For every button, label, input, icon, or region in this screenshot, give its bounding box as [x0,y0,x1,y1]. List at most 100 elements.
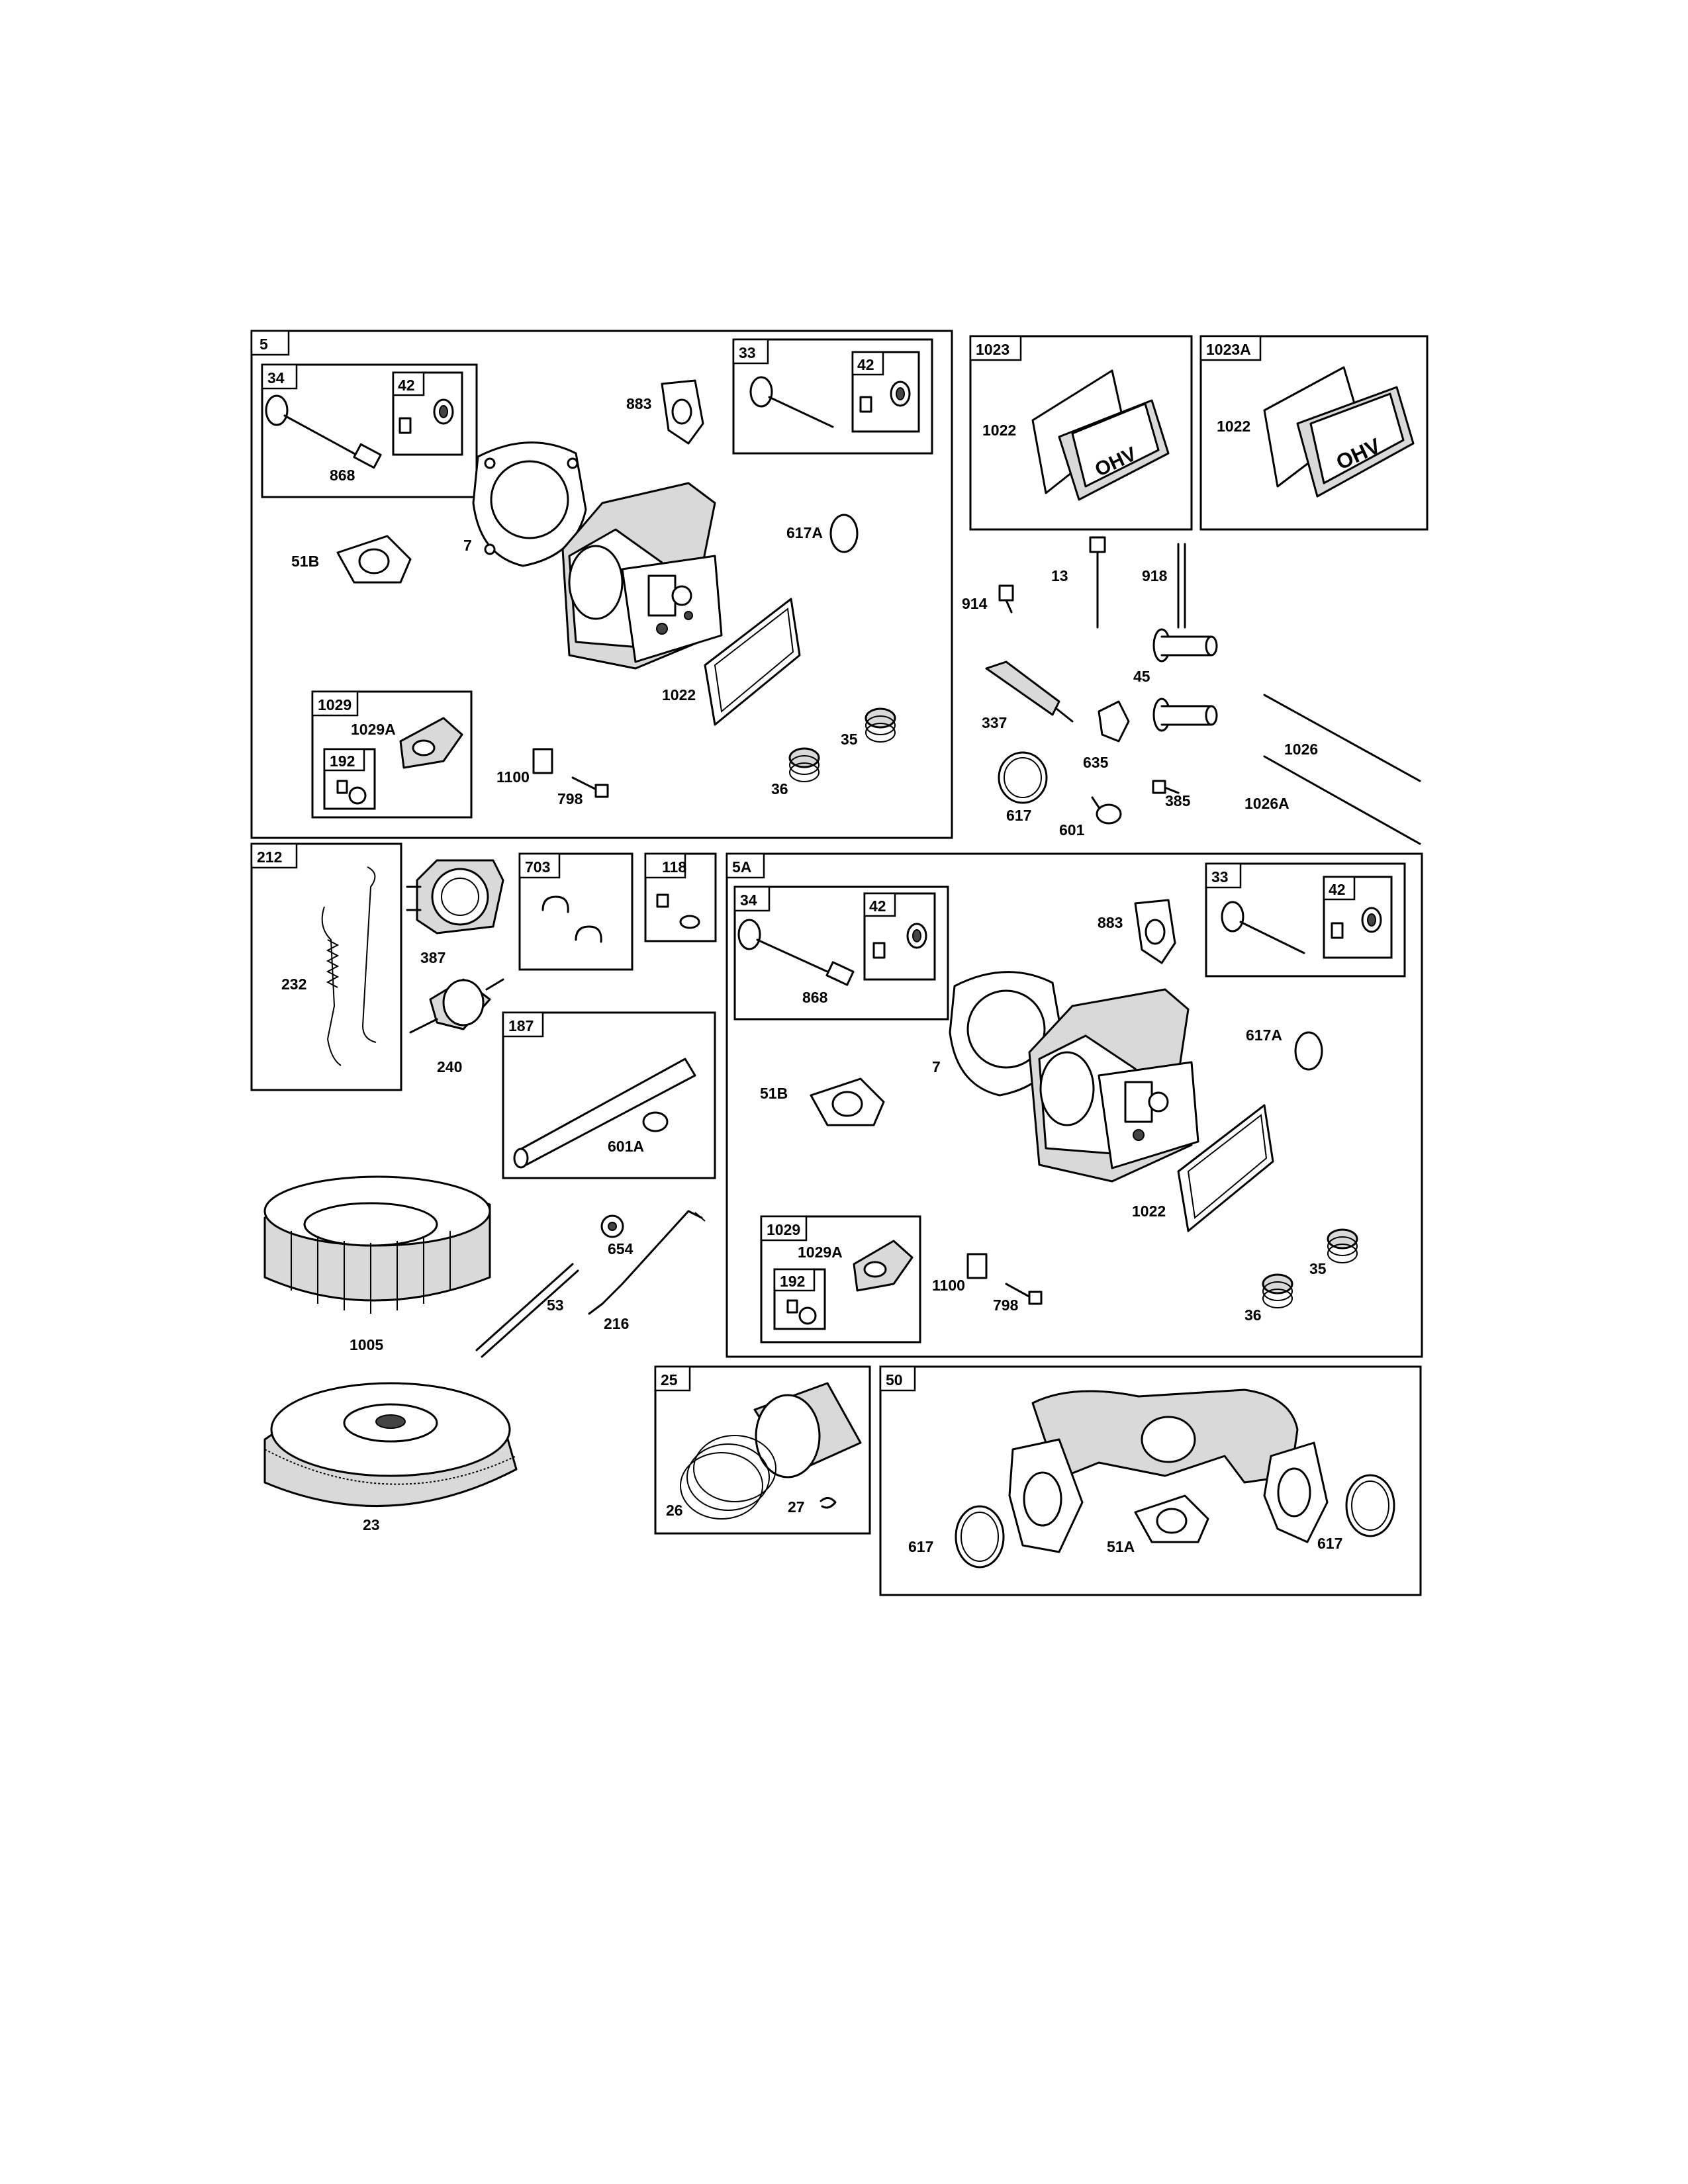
label-35: 35 [841,731,858,748]
nut-654 [600,1214,624,1238]
crankshaft-53 [475,1263,579,1358]
label-53: 53 [547,1297,564,1314]
label-51A: 51A [1107,1538,1135,1555]
label-337: 337 [982,714,1007,731]
ring-617A [829,514,859,553]
group-34-tag: 34 [267,369,285,387]
clamp-601 [1091,796,1122,825]
label-50-617-right: 617 [1317,1535,1342,1552]
group-1023A-tag: 1023A [1206,341,1251,358]
valve-cover-1023A: OHV [1296,386,1415,498]
label-601: 601 [1059,821,1085,839]
label-5A-1100: 1100 [932,1277,965,1294]
label-216: 216 [604,1315,629,1332]
ring-617 [998,751,1048,804]
bolt-798 [571,776,609,798]
cover-gasket-1022 [704,598,801,726]
screw-385 [1152,780,1180,794]
group-192-tag: 192 [330,752,355,770]
group-5A-33-tag: 33 [1211,868,1229,886]
group-50: 50 617 617 51A [879,1365,1422,1596]
label-240: 240 [437,1058,462,1075]
group-33-tag: 33 [739,344,756,361]
label-1029A: 1029A [351,721,396,738]
group-212-tag: 212 [257,848,282,866]
label-50-617-left: 617 [908,1538,933,1555]
label-5A-35: 35 [1309,1260,1327,1277]
label-1026A: 1026A [1244,795,1289,812]
label-1023-1022: 1022 [982,422,1016,439]
label-868: 868 [330,467,355,484]
label-13: 13 [1051,567,1068,584]
group-5A-tag: 5A [732,858,751,876]
tappet-45 [1152,628,1218,732]
group-118: 118 [644,852,717,942]
cylinder-head [561,482,723,670]
label-918: 918 [1142,567,1168,584]
label-617A: 617A [786,524,823,541]
label-27: 27 [788,1498,805,1516]
group-5-tag: 5 [259,336,268,353]
group-118-tag: 118 [662,858,686,876]
label-1100: 1100 [496,768,530,786]
gasket-51A [1134,1494,1209,1543]
link-216 [588,1210,706,1315]
spring-35 [865,707,896,743]
label-1005: 1005 [350,1336,383,1353]
group-1029-tag: 1029 [318,696,352,713]
valve-cover-1023: OHV [1058,399,1170,501]
label-36: 36 [771,780,788,797]
fuel-line [513,1058,696,1169]
label-5A-1022: 1022 [1132,1203,1166,1220]
group-703-tag: 703 [525,858,550,876]
clip-27 [820,1497,837,1509]
label-385: 385 [1165,792,1191,809]
rod-1026 [1263,694,1421,782]
piston [753,1382,862,1479]
valve-keeper [399,398,454,434]
label-1022: 1022 [662,686,696,704]
group-5A-34-tag: 34 [740,891,757,909]
group-212: 212 232 [250,842,402,1091]
exhaust-valve [749,376,834,428]
label-5A-51B: 51B [760,1085,788,1102]
group-1023: 1023 1022 OHV [969,335,1193,531]
intake-manifold [1008,1388,1329,1553]
label-5A-36: 36 [1244,1306,1262,1324]
flywheel-23 [263,1382,518,1508]
fuel-pump-387 [406,859,504,934]
group-5: 5 34 868 42 33 42 [250,330,953,839]
pushrod-918 [1177,543,1186,629]
fan-1005 [263,1175,491,1314]
intake-gasket-51B [336,535,412,584]
label-914: 914 [962,595,988,612]
group-5A-192-tag: 192 [780,1273,805,1290]
label-26: 26 [666,1502,683,1519]
ring-50-617-right [1345,1474,1395,1537]
fitting-635 [1098,700,1130,743]
label-5A-868: 868 [802,989,828,1006]
group-187-tag: 187 [508,1017,534,1034]
group-5A: 5A 34 868 42 33 42 883 7 [726,852,1423,1358]
exhaust-gasket-883 [661,379,704,445]
rocker-arm-1029A [399,717,463,769]
group-1023-tag: 1023 [976,341,1009,358]
pushrod-guide-1100 [532,748,553,774]
label-1023A-1022: 1022 [1217,418,1250,435]
clamp-601A [642,1111,669,1132]
head-gasket-7 [472,441,587,567]
rings-26 [680,1435,776,1520]
label-387: 387 [420,949,445,966]
group-5A-42-tag: 42 [869,897,886,915]
screw-914 [998,584,1014,614]
loose-parts-right: 914 13 918 45 337 635 617 [962,536,1421,845]
label-5A-798: 798 [993,1297,1019,1314]
group-703: 703 [518,852,633,971]
group-187: 187 601A [502,1011,716,1179]
label-5A-7: 7 [932,1058,941,1075]
label-601A: 601A [608,1138,644,1155]
fuel-filter-240 [409,978,504,1034]
group-33-42-tag: 42 [857,356,874,373]
label-45: 45 [1133,668,1150,685]
